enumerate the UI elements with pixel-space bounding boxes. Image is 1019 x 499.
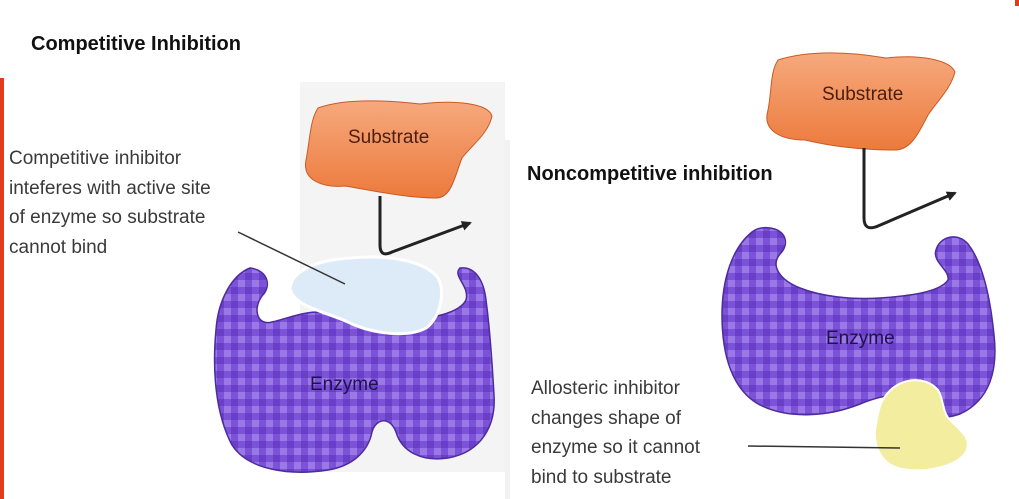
noncompetitive-title: Noncompetitive inhibition [527,163,773,185]
competitive-inhibitor-caption: Competitive inhibitor inteferes with act… [9,148,211,258]
enzyme-label-left: Enzyme [310,374,379,395]
substrate-label-right: Substrate [822,84,903,105]
enzyme-shape-right [721,226,996,419]
pointer-line-left [237,231,346,285]
substrate-shape-left [305,100,493,199]
substrate-label-left: Substrate [348,127,429,148]
pointer-line-right [747,445,901,449]
right-edge-bar [1015,0,1019,6]
panel-divider [505,140,510,499]
left-edge-bar [0,78,4,499]
arrow-left [378,196,472,256]
substrate-shape-right [766,52,956,151]
enzyme-label-right: Enzyme [826,328,895,349]
arrow-right [862,148,957,230]
allosteric-inhibitor-caption: Allosteric inhibitor changes shape of en… [531,378,700,488]
page-title: Competitive Inhibition [31,33,241,55]
